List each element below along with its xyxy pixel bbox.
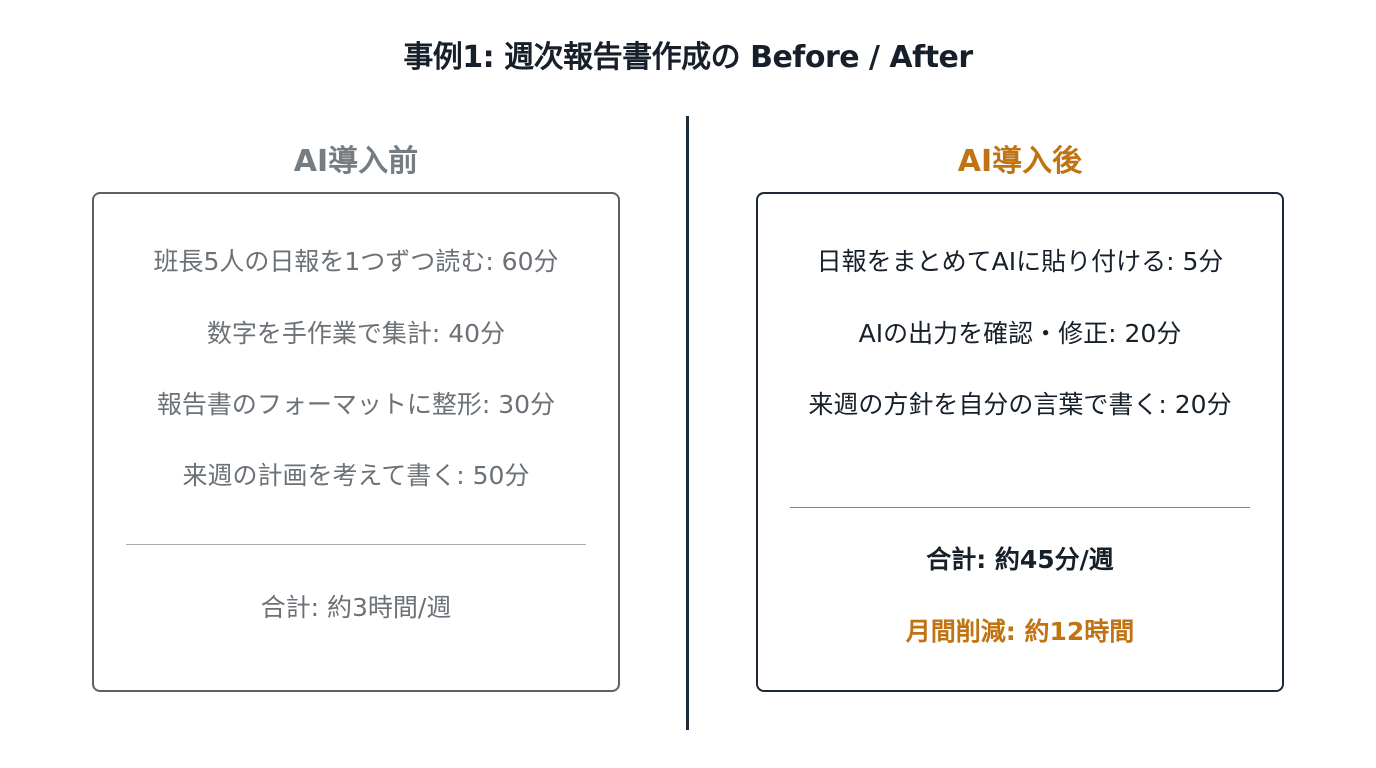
after-total: 合計: 約45分/週 xyxy=(926,545,1114,574)
after-item: AIの出力を確認・修正: 20分 xyxy=(858,319,1182,348)
after-panel: 日報をまとめてAIに貼り付ける: 5分 AIの出力を確認・修正: 20分 来週の… xyxy=(756,192,1284,692)
before-item: 来週の計画を考えて書く: 50分 xyxy=(182,461,530,490)
after-item: 来週の方針を自分の言葉で書く: 20分 xyxy=(808,390,1232,419)
after-separator xyxy=(790,507,1250,508)
monthly-saving: 月間削減: 約12時間 xyxy=(905,617,1135,646)
center-divider xyxy=(686,116,689,730)
before-heading: AI導入前 xyxy=(293,144,419,179)
before-separator xyxy=(126,544,586,545)
after-heading: AI導入後 xyxy=(957,144,1083,179)
before-item: 数字を手作業で集計: 40分 xyxy=(206,319,506,348)
after-item: 日報をまとめてAIに貼り付ける: 5分 xyxy=(816,247,1224,276)
before-item: 班長5人の日報を1つずつ読む: 60分 xyxy=(153,247,559,276)
page-title: 事例1: 週次報告書作成の Before / After xyxy=(403,40,973,75)
before-total: 合計: 約3時間/週 xyxy=(260,593,452,622)
before-item: 報告書のフォーマットに整形: 30分 xyxy=(156,390,556,419)
before-panel: 班長5人の日報を1つずつ読む: 60分 数字を手作業で集計: 40分 報告書のフ… xyxy=(92,192,620,692)
